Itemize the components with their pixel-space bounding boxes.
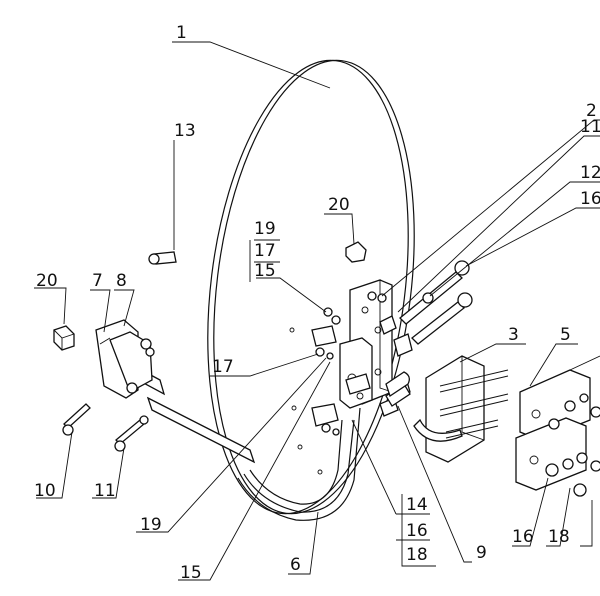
label-20-left: 20 [36,271,58,291]
callout-labels: 1 2 11 12 16 13 20 19 17 15 20 7 8 17 3 … [34,23,600,583]
label-3: 3 [508,325,519,345]
label-16-middle: 16 [406,521,428,541]
long-bolts [399,260,473,345]
label-17-top: 17 [254,241,276,261]
feed-arm [95,319,256,464]
label-2: 2 [586,101,597,121]
center-bracket [311,279,413,436]
label-frames [249,240,436,567]
dish-reflector [207,59,415,515]
label-15-top: 15 [254,261,276,281]
label-10: 10 [34,481,56,501]
label-18-bottom: 18 [548,527,570,547]
label-11-right: 11 [580,117,600,137]
label-11-left: 11 [94,481,116,501]
support-arm [237,407,361,521]
label-17-left: 17 [212,357,234,377]
label-20-center: 20 [328,195,350,215]
label-1: 1 [176,23,187,43]
label-18-middle: 18 [406,545,428,565]
sleeves [385,371,411,407]
wall-clamp [515,355,600,497]
leader-lines [34,41,600,581]
label-16-right: 16 [580,189,600,209]
label-19-bottom: 19 [140,515,162,535]
mount-plate [413,355,509,463]
label-8: 8 [116,271,127,291]
label-12: 12 [580,163,600,183]
label-9: 9 [476,543,487,563]
label-15-bottom: 15 [180,563,202,583]
label-6: 6 [290,555,301,575]
small-parts [53,241,367,452]
label-5: 5 [560,325,571,345]
label-7: 7 [92,271,103,291]
label-16-bottom: 16 [512,527,534,547]
label-14: 14 [406,495,428,515]
label-19-top: 19 [254,219,276,239]
label-13: 13 [174,121,196,141]
